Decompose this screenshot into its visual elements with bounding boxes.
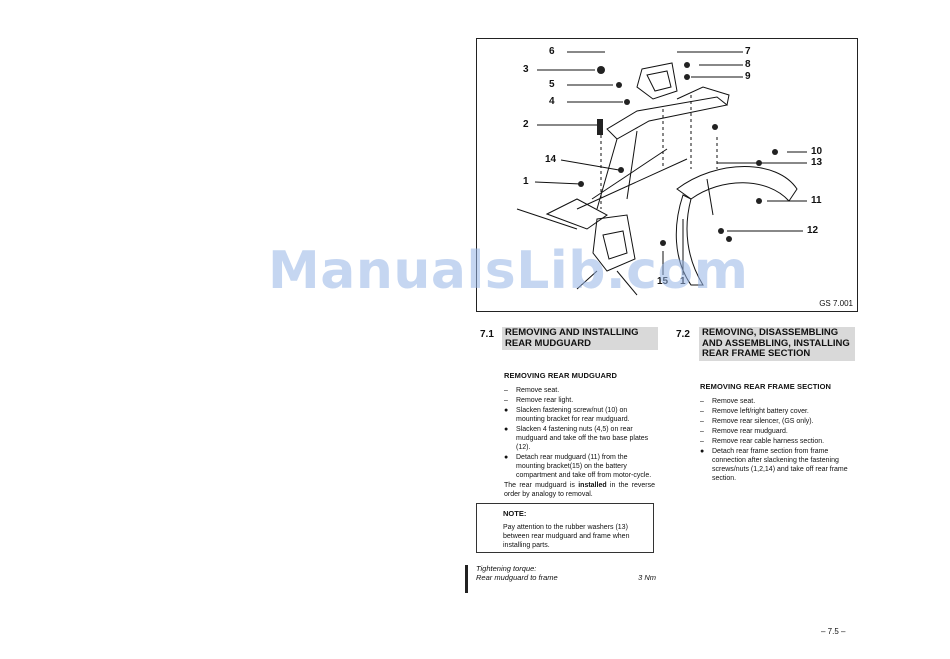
list-item: – Remove rear mudguard. [700, 427, 853, 436]
step-text: Remove left/right battery cover. [712, 408, 809, 415]
list-item: – Remove rear cable harness section. [700, 437, 853, 446]
step-text: Remove rear light. [516, 397, 574, 404]
callout-8: 8 [745, 59, 751, 70]
section-title-7-1: REMOVING AND INSTALLING REAR MUDGUARD [502, 327, 658, 350]
paragraph-text: The rear mudguard is [504, 482, 579, 489]
section-title-line: REAR MUDGUARD [505, 337, 592, 349]
list-item: – Remove rear silencer, (GS only). [700, 417, 853, 426]
step-text: Slacken fastening screw/nut (10) on moun… [516, 407, 630, 423]
callout-15: 15 [657, 276, 669, 287]
list-item: ● Slacken fastening screw/nut (10) on mou… [504, 406, 655, 424]
list-marker: – [700, 408, 704, 415]
torque-title: Tightening torque: [476, 564, 537, 573]
figure-caption: GS 7.001 [819, 299, 853, 308]
list-item: ● Detach rear mudguard (11) from the moun… [504, 453, 655, 480]
section-title-line: REMOVING, DISASSEMBLING [702, 327, 839, 338]
step-text: Detach rear frame section from frame con… [712, 448, 848, 482]
list-marker: – [700, 398, 704, 405]
step-text: Slacken 4 fastening nuts (4,5) on rear m… [516, 426, 649, 451]
list-marker: ● [504, 407, 509, 414]
note-label: NOTE: [503, 509, 527, 518]
callout-6: 6 [549, 46, 555, 57]
list-item: – Remove left/right battery cover. [700, 407, 853, 416]
callout-10: 10 [811, 146, 823, 157]
list-marker: – [700, 428, 704, 435]
step-text: Remove rear silencer, (GS only). [712, 418, 814, 425]
list-marker: ● [504, 454, 509, 461]
callout-1: 1 [523, 176, 529, 187]
torque-value: 3 Nm [638, 573, 656, 582]
step-text: Remove rear mudguard. [712, 428, 788, 435]
torque-item: Rear mudguard to frame [476, 573, 558, 582]
step-text: Remove rear cable harness section. [712, 438, 825, 445]
callout-3: 3 [523, 64, 529, 75]
note-box: NOTE: Pay attention to the rubber washer… [476, 503, 654, 553]
list-marker: ● [504, 426, 509, 433]
steps-list-7-1: – Remove seat. – Remove rear light. ● Slack… [504, 386, 655, 481]
paragraph-text: in the reverse order by analogy to remov… [504, 482, 655, 498]
list-marker: – [504, 387, 508, 394]
section-title-line: AND ASSEMBLING, INSTALLING [702, 337, 850, 349]
callout-11: 11 [811, 195, 822, 206]
torque-row: Rear mudguard to frame 3 Nm [476, 573, 656, 582]
callout-4: 4 [549, 96, 555, 107]
paragraph-bold-word: installed [578, 482, 607, 489]
page-number: – 7.5 – [821, 627, 846, 636]
list-item: ● Slacken 4 fastening nuts (4,5) on rear … [504, 425, 655, 452]
callout-5: 5 [549, 79, 555, 90]
step-text: Remove seat. [516, 387, 560, 394]
watermark: ManualsLib.com [268, 241, 749, 301]
list-marker: ● [700, 448, 705, 455]
callout-7: 7 [745, 46, 751, 57]
callout-2: 2 [523, 119, 529, 130]
step-text: Detach rear mudguard (11) from the mount… [516, 454, 652, 479]
list-item: ● Detach rear frame section from frame co… [700, 447, 853, 483]
step-text: Remove seat. [712, 398, 756, 405]
callout-1-lower: 1 [680, 276, 686, 287]
section-number-7-2: 7.2 [676, 329, 690, 340]
tightening-torque: Tightening torque: Rear mudguard to fram… [476, 564, 656, 582]
section-number-7-1: 7.1 [480, 329, 494, 340]
list-item: – Remove rear light. [504, 396, 655, 405]
callout-14: 14 [545, 154, 557, 165]
list-item: – Remove seat. [504, 386, 655, 395]
section-title-line: REMOVING AND INSTALLING [505, 327, 639, 338]
installation-paragraph: The rear mudguard is installed in the re… [504, 481, 655, 499]
list-marker: – [700, 418, 704, 425]
steps-list-7-2: – Remove seat. – Remove left/right battery… [700, 397, 853, 484]
torque-margin-bar [465, 565, 468, 593]
section-title-7-2: REMOVING, DISASSEMBLING AND ASSEMBLING, … [699, 327, 855, 361]
list-marker: – [504, 397, 508, 404]
callout-13: 13 [811, 157, 823, 168]
callout-12: 12 [807, 225, 819, 236]
list-marker: – [700, 438, 704, 445]
callout-9: 9 [745, 71, 751, 82]
section-title-line: REAR FRAME SECTION [702, 348, 811, 359]
subheading-removing-rear-frame-section: REMOVING REAR FRAME SECTION [700, 382, 832, 391]
rear-frame-drawing [516, 51, 807, 296]
exploded-view-figure: 6 7 3 8 9 5 4 2 10 14 13 1 11 12 15 1 GS… [476, 38, 858, 312]
note-text: Pay attention to the rubber washers (13)… [503, 524, 630, 549]
subheading-removing-rear-mudguard: REMOVING REAR MUDGUARD [504, 371, 618, 380]
list-item: – Remove seat. [700, 397, 853, 406]
